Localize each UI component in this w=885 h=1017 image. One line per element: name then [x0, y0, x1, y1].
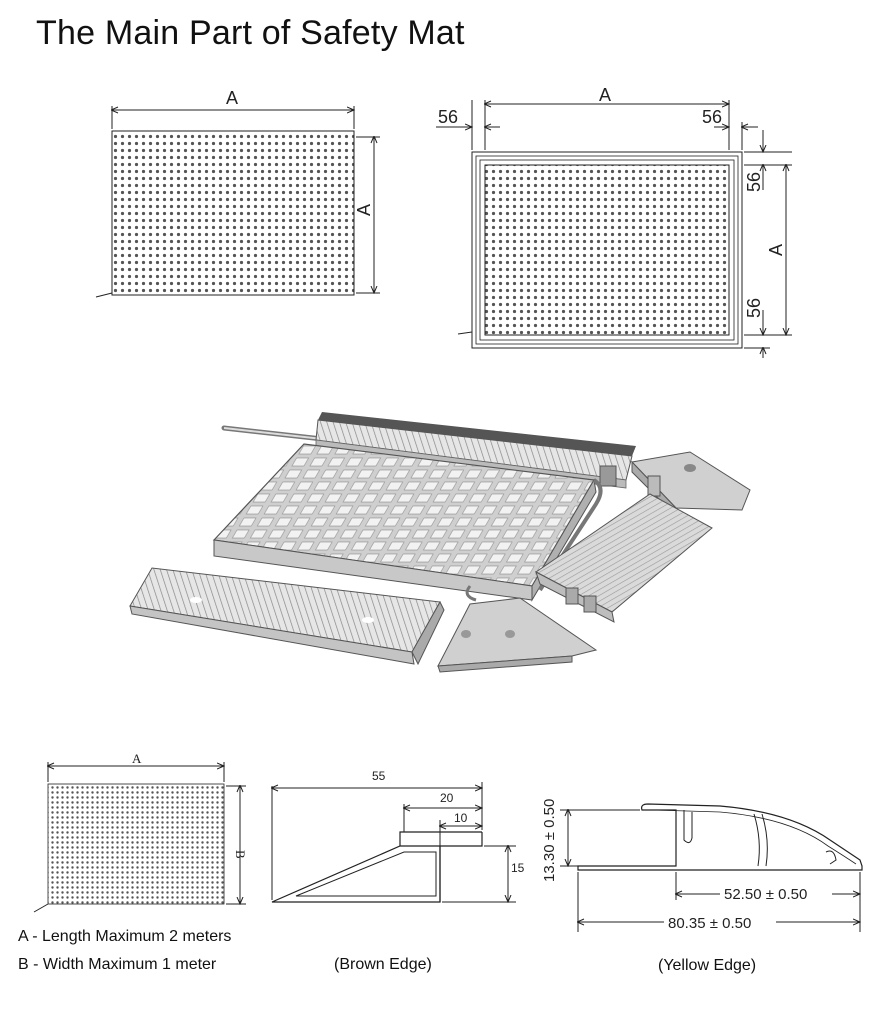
- page-title: The Main Part of Safety Mat: [36, 14, 465, 52]
- yellow-edge-caption: (Yellow Edge): [658, 957, 757, 974]
- dim-left-edge: 56: [438, 107, 458, 127]
- dim-a-top: A: [599, 85, 611, 105]
- corner-piece-lower: [437, 597, 598, 673]
- mat-surface: [484, 164, 730, 336]
- front-edge-ramp: [129, 567, 445, 666]
- main-mat-block: [212, 443, 603, 602]
- dim-total: 80.35 ± 0.50: [668, 915, 751, 932]
- top-right-mat-drawing: A 56 56 56 A 56: [436, 85, 792, 358]
- yellow-edge-profile: 13.30 ± 0.50 52.50 ± 0.50 80.35 ± 0.50: [541, 799, 863, 932]
- dim-15: 15: [511, 861, 525, 875]
- dim-55: 55: [372, 769, 386, 783]
- dim-right-edge: 56: [702, 107, 722, 127]
- right-edge-ramp: [535, 493, 713, 623]
- exploded-assembly-illustration: [129, 412, 751, 673]
- dim-a-side: A: [766, 244, 786, 256]
- dim-a-top: A: [226, 88, 238, 108]
- brown-edge-profile: 55 20 10 15: [272, 769, 525, 902]
- mat-surface: [111, 130, 355, 296]
- dim-10: 10: [454, 811, 468, 825]
- brown-edge-caption: (Brown Edge): [334, 956, 432, 973]
- bottom-mat-drawing: A B: [33, 751, 248, 913]
- dim-height: 13.30 ± 0.50: [541, 799, 558, 882]
- top-left-mat-drawing: A A: [95, 88, 380, 298]
- dim-a-side: A: [354, 204, 374, 216]
- dim-bottom-edge: 56: [744, 298, 764, 318]
- dim-top-edge: 56: [744, 172, 764, 192]
- dim-20: 20: [440, 791, 454, 805]
- mat-surface: [47, 783, 225, 905]
- legend-a: A - Length Maximum 2 meters: [18, 928, 232, 945]
- dim-inner: 52.50 ± 0.50: [724, 886, 807, 903]
- legend-b: B - Width Maximum 1 meter: [18, 956, 217, 973]
- dim-a: A: [132, 751, 142, 766]
- dim-b: B: [233, 850, 248, 859]
